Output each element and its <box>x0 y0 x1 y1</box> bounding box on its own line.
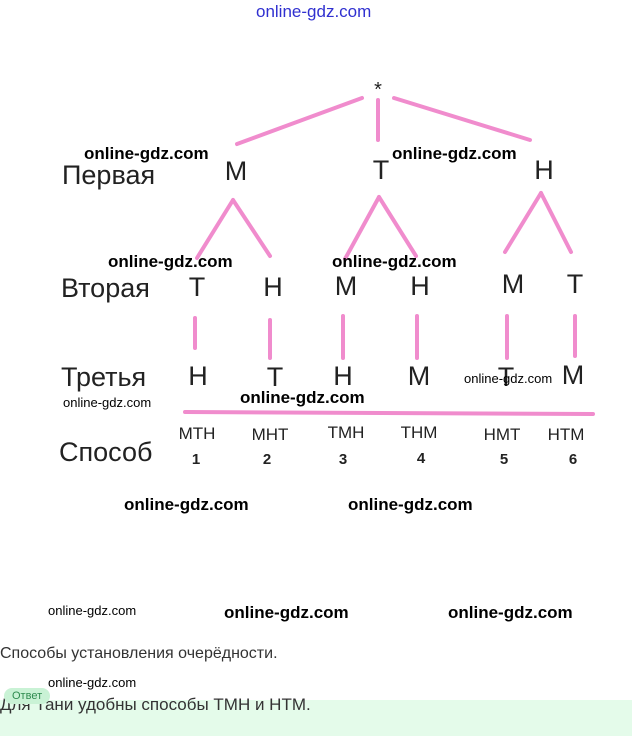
node-level3-5: Т <box>497 362 515 392</box>
watermark: online-gdz.com <box>332 252 457 271</box>
edge-n-t <box>539 191 573 254</box>
watermark: online-gdz.com <box>63 395 152 410</box>
node-level3-3: Н <box>333 361 353 391</box>
node-level1-n: Н <box>534 155 554 185</box>
watermark: online-gdz.com <box>48 603 137 618</box>
row-label-third: Третья <box>61 362 147 392</box>
way-number-2: 2 <box>262 451 272 468</box>
row-label-way: Способ <box>59 437 153 467</box>
edge-m-n <box>231 198 272 258</box>
watermark: online-gdz.com <box>240 388 365 407</box>
row-label-second: Вторая <box>61 273 150 303</box>
way-code-6: НТМ <box>547 425 585 444</box>
way-number-6: 6 <box>568 451 578 468</box>
way-number-1: 1 <box>191 451 201 468</box>
watermark: online-gdz.com <box>48 675 137 690</box>
node-level2-6: Т <box>566 269 584 299</box>
node-level3-1: Н <box>188 361 208 391</box>
way-code-4: ТНМ <box>400 423 438 442</box>
edge-m-t <box>195 198 235 260</box>
watermark: online-gdz.com <box>448 603 573 622</box>
node-level3-6: М <box>561 360 585 390</box>
watermark: online-gdz.com <box>224 603 349 622</box>
watermark-top: online-gdz.com <box>256 2 372 21</box>
answer-panel <box>0 700 632 736</box>
node-level2-3: М <box>334 271 358 301</box>
edge-t-m <box>343 195 381 261</box>
node-level2-4: Н <box>410 271 430 301</box>
way-code-3: ТМН <box>327 423 365 442</box>
node-level2-2: Н <box>263 272 283 302</box>
way-number-5: 5 <box>499 451 509 468</box>
watermark: online-gdz.com <box>392 144 517 163</box>
way-number-4: 4 <box>416 450 426 467</box>
edge-n-m <box>503 191 543 254</box>
answer-badge: Ответ <box>4 688 51 704</box>
node-level1-m: М <box>224 156 248 186</box>
figure-caption: Способы установления очерёдности. <box>0 645 278 662</box>
way-code-5: НМТ <box>483 425 521 444</box>
watermark: online-gdz.com <box>124 495 249 514</box>
tree-edges <box>183 96 595 416</box>
way-code-1: МТН <box>178 424 216 443</box>
watermark: online-gdz.com <box>348 495 473 514</box>
edge-root-m <box>235 96 364 146</box>
node-level2-1: Т <box>188 272 206 302</box>
tree-root-star: * <box>374 79 382 101</box>
node-level1-t: Т <box>372 155 390 185</box>
way-code-2: МНТ <box>251 425 289 444</box>
edge-root-n <box>392 96 532 142</box>
way-number-3: 3 <box>338 451 348 468</box>
node-level3-2: Т <box>266 362 284 392</box>
separator-line <box>183 410 595 416</box>
node-level3-4: М <box>407 361 431 391</box>
edge-t-n <box>377 195 418 258</box>
watermark: online-gdz.com <box>464 371 553 386</box>
watermark: online-gdz.com <box>84 144 209 163</box>
node-level2-5: М <box>501 269 525 299</box>
row-label-first: Первая <box>62 160 156 190</box>
answer-text: Для Тани удобны способы ТМН и НТМ. <box>0 695 311 714</box>
watermark: online-gdz.com <box>108 252 233 271</box>
